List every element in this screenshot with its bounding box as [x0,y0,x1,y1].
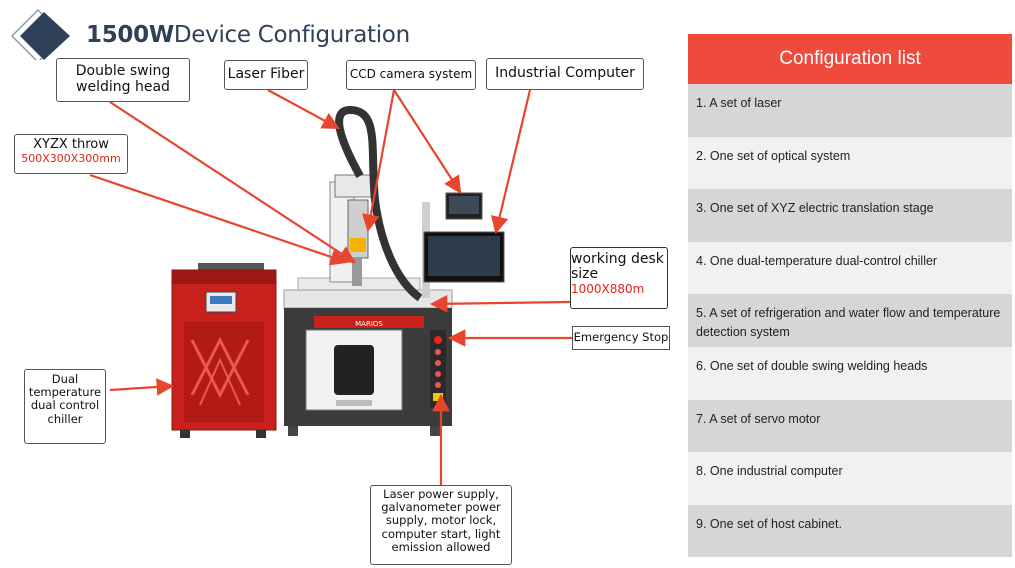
config-item: 9. One set of host cabinet. [688,504,1012,558]
xyzx-size: 500X300X300mm [21,151,121,165]
welding-machine-illustration: MARIOS [171,105,505,438]
callout-industrial-computer: Industrial Computer [486,58,644,90]
callout-power-supply: Laser power supply, galvanometer power s… [370,485,512,565]
xyzx-label: XYZX throw [33,137,109,152]
callout-arrows [89,89,572,487]
working-desk-size: 1000X880m [571,281,645,296]
title-text: Device Configuration [173,22,410,48]
host-cabinet: MARIOS [283,277,453,436]
title-power: 1500W [86,22,174,48]
chiller-unit [171,263,277,438]
callout-chiller: Dual temperature dual control chiller [24,369,106,444]
callout-working-desk: working desk size 1000X880m [570,247,668,309]
callout-emergency-stop: Emergency Stop [572,326,670,350]
configuration-list-heading: Configuration list [688,34,1012,84]
callout-laser-fiber: Laser Fiber [224,60,308,90]
config-item: 6. One set of double swing welding heads [688,346,1012,400]
config-item: 5. A set of refrigeration and water flow… [688,294,1012,347]
industrial-computer-display [422,192,505,298]
company-logo [10,8,70,60]
callout-double-swing-head: Double swing welding head [56,58,190,102]
config-item: 2. One set of optical system [688,136,1012,190]
brand-plate: MARIOS [355,320,383,328]
config-item: 8. One industrial computer [688,452,1012,505]
page-title: 1500WDevice Configuration [86,22,410,48]
working-desk-label: working desk size [571,251,664,283]
config-item: 1. A set of laser [688,84,1012,137]
callout-xyzx-throw: XYZX throw 500X300X300mm [14,134,128,174]
callout-ccd-camera: CCD camera system [346,60,476,90]
config-item: 7. A set of servo motor [688,399,1012,453]
config-item: 3. One set of XYZ electric translation s… [688,189,1012,242]
config-item: 4. One dual-temperature dual-control chi… [688,241,1012,295]
configuration-list: 1. A set of laser 2. One set of optical … [688,84,1012,558]
configuration-list-panel: Configuration list 1. A set of laser 2. … [688,34,1012,558]
